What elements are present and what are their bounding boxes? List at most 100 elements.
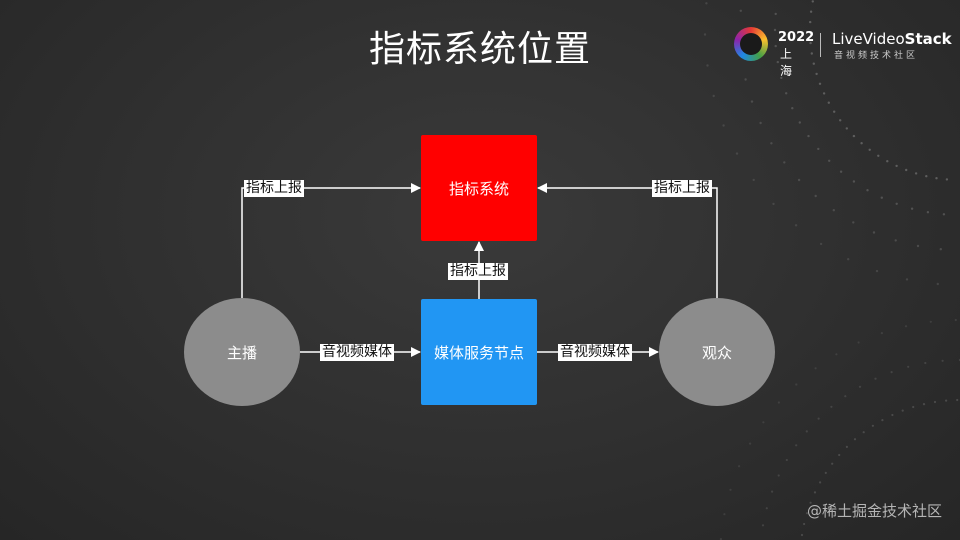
decorative-dot xyxy=(926,211,930,214)
decorative-dot xyxy=(852,134,856,138)
decorative-dot xyxy=(771,490,774,493)
decorative-dot xyxy=(809,10,813,13)
decorative-dot xyxy=(895,202,898,205)
decorative-dot xyxy=(827,101,830,104)
logo-brand-suffix: Stack xyxy=(904,30,952,48)
decorative-dot xyxy=(877,154,880,157)
edge-label-host-report: 指标上报 xyxy=(244,180,304,197)
decorative-dot xyxy=(798,121,801,124)
decorative-dot xyxy=(866,189,869,192)
decorative-dot xyxy=(723,513,726,516)
decorative-dot xyxy=(925,175,928,178)
decorative-dot xyxy=(914,172,918,175)
decorative-dot xyxy=(839,170,843,173)
decorative-dot xyxy=(795,383,798,386)
decorative-dot xyxy=(773,28,777,32)
edge-label-media-audience: 音视频媒体 xyxy=(558,344,632,361)
decorative-dot xyxy=(912,405,915,409)
decorative-dot xyxy=(956,398,959,402)
decorative-dot xyxy=(739,9,742,12)
decorative-dot xyxy=(744,78,747,81)
decorative-dot xyxy=(785,458,788,462)
decorative-dot xyxy=(922,403,926,406)
decorative-dot xyxy=(895,164,898,168)
decorative-dot xyxy=(901,409,904,412)
decorative-dot xyxy=(795,444,798,447)
node-audience: 观众 xyxy=(659,298,775,406)
decorative-dot xyxy=(875,269,879,273)
decorative-dot xyxy=(750,100,754,103)
decorative-dot xyxy=(891,413,894,417)
decorative-dot xyxy=(828,159,831,162)
decorative-dot xyxy=(777,474,780,477)
decorative-dot xyxy=(705,2,708,5)
decorative-dot xyxy=(765,507,768,510)
decorative-dot xyxy=(762,421,765,424)
decorative-dot xyxy=(860,142,863,145)
decorative-dot xyxy=(894,239,897,242)
decorative-dot xyxy=(776,60,779,64)
decorative-dot xyxy=(814,194,817,198)
decorative-dot xyxy=(819,481,822,484)
logo-brand: LiveVideoStack xyxy=(832,30,952,48)
decorative-dot xyxy=(832,209,835,212)
decorative-dot xyxy=(853,438,857,441)
decorative-dot xyxy=(833,110,836,113)
decorative-dot xyxy=(945,399,948,402)
decorative-dot xyxy=(907,365,910,368)
decorative-dot xyxy=(807,134,810,138)
decorative-dot xyxy=(916,244,920,248)
decorative-dot xyxy=(872,231,876,234)
decorative-dot xyxy=(838,453,841,457)
decorative-dot xyxy=(722,124,725,127)
decorative-dot xyxy=(803,522,806,526)
decorative-dot xyxy=(759,121,762,125)
edge-audience-to-metrics xyxy=(537,183,718,298)
decorative-dot xyxy=(954,318,957,322)
decorative-dot xyxy=(774,12,777,16)
decorative-dot xyxy=(845,445,849,448)
logo-city: 上海 xyxy=(780,47,796,78)
edge-label-audience-report: 指标上报 xyxy=(652,180,712,197)
decorative-dot xyxy=(706,64,709,67)
decorative-dot xyxy=(904,325,908,328)
decorative-dot xyxy=(844,395,847,398)
decorative-dot xyxy=(929,320,932,323)
decorative-dot xyxy=(830,405,833,408)
decorative-dot xyxy=(824,471,827,474)
node-metrics-system: 指标系统 xyxy=(421,135,537,241)
decorative-dot xyxy=(814,367,817,370)
decorative-dot xyxy=(945,178,949,181)
logo-year: 2022 xyxy=(778,30,815,45)
logo-brand-prefix: LiveVideo xyxy=(832,30,905,48)
decorative-dot xyxy=(817,147,820,151)
decorative-dot xyxy=(857,341,860,344)
node-media-service: 媒体服务节点 xyxy=(421,299,537,405)
decorative-dot xyxy=(852,180,856,183)
edge-host-to-metrics xyxy=(241,183,421,298)
decorative-dot xyxy=(780,76,783,80)
decorative-dot xyxy=(880,332,884,335)
decorative-dot xyxy=(738,465,741,468)
decorative-dot xyxy=(890,371,893,374)
decorative-dot xyxy=(777,401,781,404)
decorative-dot xyxy=(819,242,823,246)
decorative-dot xyxy=(905,168,908,172)
decorative-dot xyxy=(847,258,850,261)
decorative-dot xyxy=(808,31,812,34)
decorative-dot xyxy=(797,178,801,182)
decorative-dot xyxy=(783,161,786,164)
decorative-dot xyxy=(811,0,814,3)
decorative-dot xyxy=(729,488,732,491)
decorative-dot xyxy=(735,152,739,155)
decorative-dot xyxy=(818,82,822,86)
decorative-dot xyxy=(852,221,855,224)
decorative-dot xyxy=(817,417,820,420)
decorative-dot xyxy=(749,442,752,445)
decorative-dot xyxy=(805,512,809,515)
decorative-dot xyxy=(774,44,777,48)
page-title: 指标系统位置 xyxy=(368,29,591,70)
decorative-dot xyxy=(871,424,875,427)
